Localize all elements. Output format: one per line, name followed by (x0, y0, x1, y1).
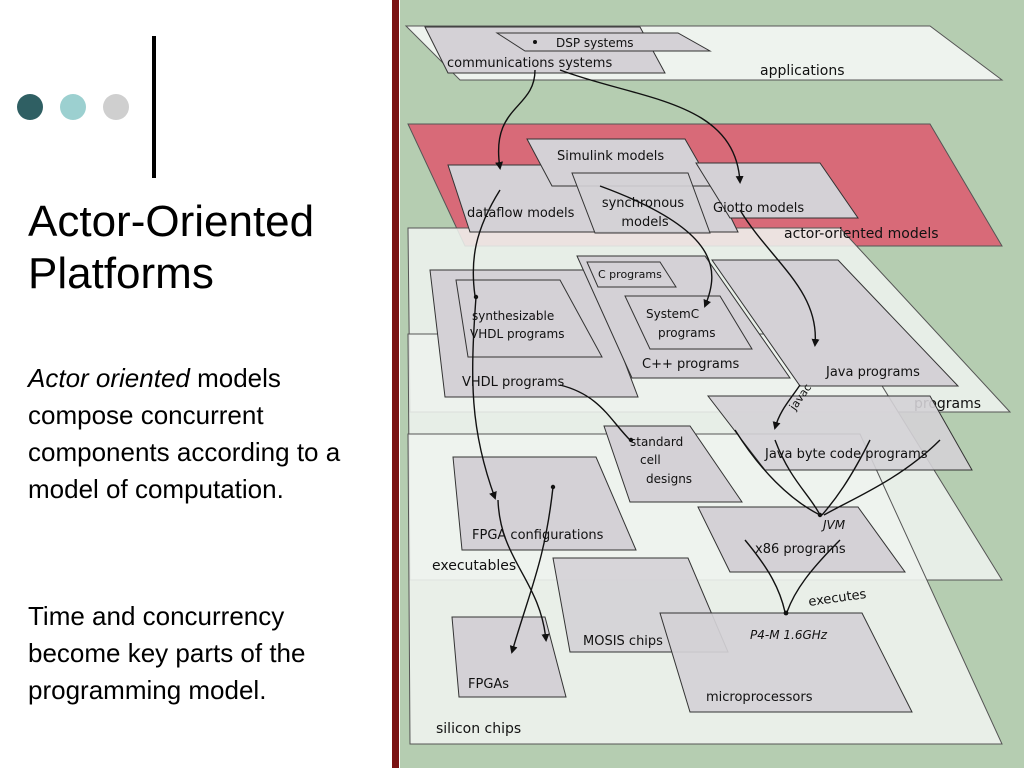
label-std-cell-line3: designs (646, 472, 692, 486)
dsp-systems-dot (533, 40, 537, 44)
emphasis-actor-oriented: Actor oriented (28, 363, 190, 393)
decor-dot-light (103, 94, 129, 120)
box-c-programs (586, 261, 677, 288)
label-microprocessors: microprocessors (706, 690, 813, 705)
label-c-programs: C programs (598, 268, 662, 281)
arrow-comm-to-giotto (559, 69, 744, 184)
box-fpga-configurations (452, 456, 637, 551)
label-synth-vhdl-line1: synthesizable (472, 309, 554, 323)
label-p4m: P4-M 1.6GHz (750, 628, 828, 642)
arrow-comm-to-dataflow (495, 69, 536, 170)
label-java-byte-code: Java byte code programs (764, 447, 928, 462)
label-fpga-configurations: FPGA configurations (472, 528, 604, 543)
label-mosis-chips: MOSIS chips (583, 634, 663, 649)
layer-label-silicon-chips: silicon chips (436, 721, 521, 737)
arrow-bytecode-to-jvm-b (774, 439, 821, 516)
label-jvm: JVM (821, 518, 846, 532)
label-communications-systems: communications systems (447, 56, 612, 71)
label-synchronous-line2: models (621, 215, 668, 230)
label-dataflow-models: dataflow models (467, 206, 575, 221)
label-simulink-models: Simulink models (557, 149, 664, 164)
box-fpgas (451, 616, 567, 698)
arrow-x86-to-p4m-b (786, 539, 841, 613)
label-systemc-line2: programs (658, 326, 715, 340)
body-paragraph-time-concurrency: Time and concurrency become key parts of… (28, 601, 306, 705)
platform-stack-diagram: applications actor-oriented models progr… (400, 0, 1024, 768)
label-dsp-systems: DSP systems (556, 36, 634, 50)
arrow-sync-to-systemc (599, 185, 713, 308)
box-dsp-systems (495, 32, 712, 52)
decor-dot-dark (17, 94, 43, 120)
connector-dot-std-cell (628, 437, 634, 443)
connector-dot-synth-vhdl (473, 294, 479, 300)
arrow-bytecode-to-jvm-c (821, 439, 871, 516)
arrow-java-to-bytecode (772, 384, 801, 430)
arrow-dataflow-to-synth-vhdl (472, 189, 501, 297)
label-x86-programs: x86 programs (755, 542, 846, 557)
decor-dot-mid (60, 94, 86, 120)
connector-dot-fpga-config (550, 484, 556, 490)
arrow-giotto-to-java (739, 209, 820, 347)
body-paragraph-actor-oriented-rest: models compose concurrent components acc… (28, 363, 341, 504)
layer-label-executables: executables (432, 558, 516, 574)
box-java-programs (711, 259, 960, 387)
label-std-cell-line2: cell (640, 453, 661, 467)
label-giotto-models: Giotto models (713, 201, 804, 216)
connector-arrows (472, 69, 941, 654)
arrow-fpga-config-to-fpgas-a (509, 486, 554, 654)
body-paragraph-actor-oriented: Actor oriented models compose concurrent… (28, 360, 378, 508)
label-cpp-programs: C++ programs (642, 357, 739, 372)
accent-bar (152, 36, 156, 178)
box-systemc-programs (624, 295, 753, 350)
connector-dot-jvm (817, 512, 823, 518)
box-java-byte-code (706, 395, 973, 471)
box-standard-cell-designs (603, 425, 743, 503)
label-java-programs: Java programs (825, 365, 920, 380)
arrow-bytecode-to-jvm-d (823, 439, 941, 516)
layer-label-actor-oriented-models: actor-oriented models (784, 226, 939, 242)
slide-title: Actor-Oriented Platforms (28, 197, 315, 298)
box-synthesizable-vhdl (455, 279, 603, 358)
vertical-divider (392, 0, 399, 768)
label-systemc-line1: SystemC (646, 307, 699, 321)
label-synth-vhdl-line2: VHDL programs (470, 327, 564, 341)
arrow-vhdl-to-fpga-config (472, 296, 497, 500)
arrow-fpga-config-to-fpgas-b (497, 499, 550, 642)
arrow-vhdl-to-std-cell (559, 384, 631, 441)
box-microprocessors (659, 612, 913, 713)
arrow-x86-to-p4m-a (744, 539, 786, 613)
arrow-bytecode-to-jvm-a (734, 429, 821, 516)
box-x86-programs (697, 506, 906, 573)
label-std-cell-line1: standard (630, 435, 683, 449)
label-vhdl-programs: VHDL programs (462, 375, 565, 390)
connector-dot-p4m (783, 610, 789, 616)
label-fpgas: FPGAs (468, 677, 509, 692)
layer-label-applications: applications (760, 63, 845, 79)
